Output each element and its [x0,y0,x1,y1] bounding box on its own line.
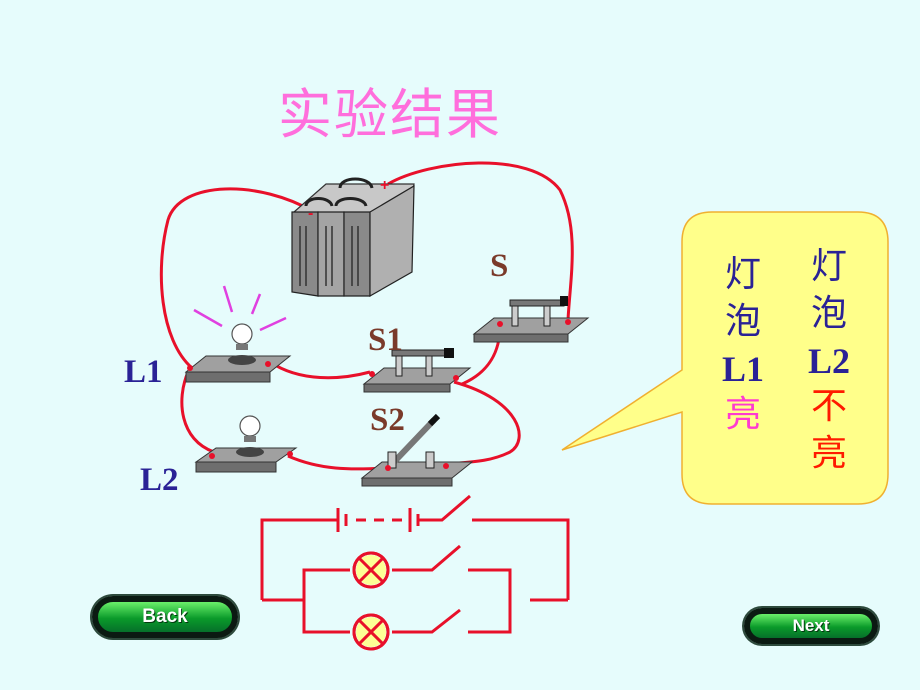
switch-s1-icon [362,348,472,393]
bubble-left-lamp: L1 [721,348,764,389]
switch-s-label: S [490,248,509,284]
speech-bubble [561,211,889,505]
bubble-right-column: 灯 泡 L2 不 亮 [804,244,854,478]
bubble-left-column: 灯 泡 L1 亮 [718,252,768,439]
bubble-right-char-2: 泡 [810,292,847,334]
back-button[interactable]: Back [92,596,238,638]
bubble-right-lamp: L2 [807,340,850,381]
switch-s1-label: S1 [368,322,403,358]
bubble-right-char-1: 灯 [810,246,847,287]
bubble-left-char-2: 泡 [724,300,761,342]
bubble-right-state-2: 亮 [810,433,847,475]
next-button[interactable]: Next [744,608,878,644]
battery-icon [291,177,415,298]
switch-s-icon [472,296,590,343]
switch-s2-icon [360,413,474,487]
plus-sign: + [380,177,389,194]
circuit-schematic [260,494,570,651]
lamp-l1-icon [184,285,292,383]
bubble-left-state: 亮 [724,394,761,436]
page-title: 实验结果 [278,83,502,146]
bubble-left-char-1: 灯 [724,254,761,295]
terminals [187,319,571,471]
lamp-l2-label: L2 [140,462,179,498]
minus-sign: - [308,205,313,222]
bubble-right-state-1: 不 [810,386,847,428]
switch-s2-label: S2 [370,402,405,438]
lamp-l1-label: L1 [124,354,163,390]
lamp-l2-icon [194,415,298,473]
